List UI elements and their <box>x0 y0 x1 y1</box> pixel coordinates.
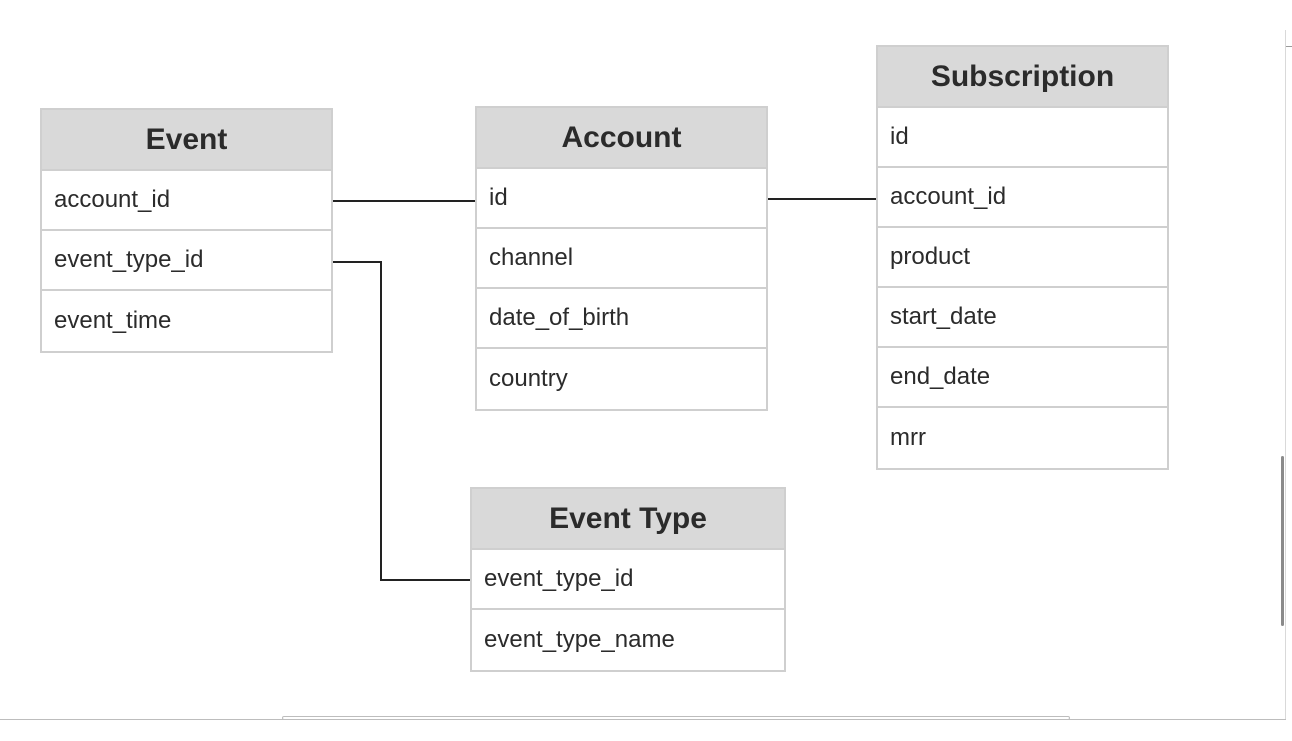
field-date-of-birth: date_of_birth <box>477 289 766 349</box>
entity-subscription[interactable]: Subscription id account_id product start… <box>876 45 1169 470</box>
entity-title: Event Type <box>472 489 784 550</box>
entity-event[interactable]: Event account_id event_type_id event_tim… <box>40 108 333 353</box>
right-edge-tick <box>1286 46 1292 47</box>
field-country: country <box>489 365 568 392</box>
horizontal-scrollbar[interactable] <box>282 716 1070 720</box>
entity-account[interactable]: Account id channel date_of_birth country <box>475 106 768 411</box>
field-product: product <box>878 228 1167 288</box>
field-account-id: account_id <box>878 168 1167 228</box>
field-event-type-id: event_type_id <box>42 231 331 291</box>
vertical-scrollbar[interactable] <box>1281 456 1284 626</box>
entity-title: Subscription <box>878 47 1167 108</box>
right-edge-divider <box>1285 30 1286 720</box>
entity-title: Event <box>42 110 331 171</box>
field-id: id <box>878 108 1167 168</box>
field-event-time: event_time <box>54 307 172 334</box>
entity-title: Account <box>477 108 766 169</box>
field-start-date: start_date <box>878 288 1167 348</box>
field-event-type-name: event_type_name <box>484 626 675 653</box>
field-channel: channel <box>477 229 766 289</box>
field-account-id: account_id <box>42 171 331 231</box>
field-event-type-id: event_type_id <box>472 550 784 610</box>
field-id: id <box>477 169 766 229</box>
field-mrr: mrr <box>890 424 926 451</box>
field-end-date: end_date <box>878 348 1167 408</box>
entity-event-type[interactable]: Event Type event_type_id event_type_name <box>470 487 786 672</box>
connector-event-eventtype <box>332 261 471 581</box>
